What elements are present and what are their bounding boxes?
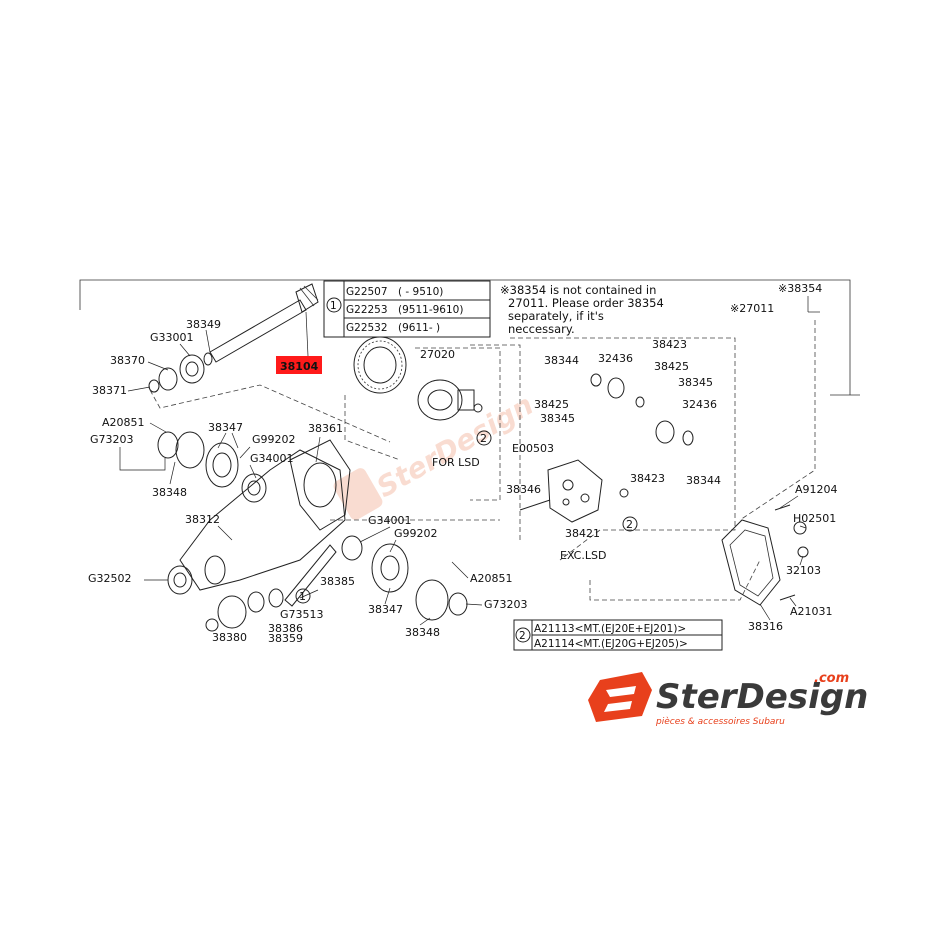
label-38380: 38380 bbox=[212, 631, 247, 644]
marker-2-callout-exc: 2 bbox=[622, 516, 638, 532]
part-labels: 38349 G33001 38370 38371 A20851 G73203 3… bbox=[88, 282, 838, 645]
label-38425-left: 38425 bbox=[534, 398, 569, 411]
highlight-38104[interactable]: 38104 bbox=[276, 311, 322, 374]
table-2-row-1: A21114<MT.(EJ20G+EJ205)> bbox=[534, 638, 688, 650]
label-a20851-left: A20851 bbox=[102, 416, 145, 429]
marker-2-callout-lsd: 2 bbox=[476, 430, 492, 446]
label-g73513: G73513 bbox=[280, 608, 324, 621]
label-a91204: A91204 bbox=[795, 483, 838, 496]
label-38423-top: 38423 bbox=[652, 338, 687, 351]
brand-logo: SterDesign .com pièces & accessoires Sub… bbox=[588, 671, 868, 727]
label-38349: 38349 bbox=[186, 318, 221, 331]
label-32103: 32103 bbox=[786, 564, 821, 577]
label-for-lsd: FOR LSD bbox=[432, 456, 480, 469]
label-32436-right: 32436 bbox=[682, 398, 717, 411]
pinion-bearing-group bbox=[148, 352, 213, 393]
note-line-0: ※38354 is not contained in bbox=[500, 283, 656, 297]
open-differential bbox=[519, 373, 694, 523]
note-line-3: neccessary. bbox=[508, 322, 575, 336]
table-2-row-0: A21113<MT.(EJ20E+EJ201)> bbox=[534, 623, 686, 635]
label-38386: 38386 bbox=[268, 622, 303, 635]
label-38344-bottom: 38344 bbox=[686, 474, 721, 487]
label-e00503: E00503 bbox=[512, 442, 554, 455]
label-g99202-left: G99202 bbox=[252, 433, 296, 446]
leader-lines bbox=[119, 296, 820, 626]
table-2-marker: 2 bbox=[519, 630, 526, 642]
label-38348-right: 38348 bbox=[405, 626, 440, 639]
label-g73203-left: G73203 bbox=[90, 433, 134, 446]
label-27020: 27020 bbox=[420, 348, 455, 361]
logo-tagline: pièces & accessoires Subaru bbox=[655, 716, 785, 727]
label-38361: 38361 bbox=[308, 422, 343, 435]
left-side-stack bbox=[157, 431, 267, 503]
table-1: 1 G22507 ( - 9510) G22253 (9511-9610) G2… bbox=[323, 280, 491, 338]
note-line-2: separately, if it's bbox=[508, 309, 604, 323]
label-38370: 38370 bbox=[110, 354, 145, 367]
table-1-marker: 1 bbox=[330, 300, 337, 312]
label-38345-right: 38345 bbox=[678, 376, 713, 389]
ring-gear bbox=[353, 336, 407, 394]
label-g32502: G32502 bbox=[88, 572, 132, 585]
logo-suffix-text: .com bbox=[814, 671, 849, 686]
logo-mark-icon bbox=[588, 672, 652, 722]
label-38421: 38421 bbox=[565, 527, 600, 540]
lower-shaft bbox=[205, 544, 337, 632]
table-1-row-2-range: (9611- ) bbox=[398, 322, 440, 334]
note-line-1: 27011. Please order 38354 bbox=[508, 296, 664, 310]
label-a20851-right: A20851 bbox=[470, 572, 513, 585]
right-side-stack bbox=[341, 535, 468, 621]
table-1-row-2-part: G22532 bbox=[346, 322, 388, 334]
label-38425-right: 38425 bbox=[654, 360, 689, 373]
label-38347-left: 38347 bbox=[208, 421, 243, 434]
label-38346: 38346 bbox=[506, 483, 541, 496]
label-38371: 38371 bbox=[92, 384, 127, 397]
label-a21031: A21031 bbox=[790, 605, 833, 618]
label-g33001: G33001 bbox=[150, 331, 194, 344]
label-38316: 38316 bbox=[748, 620, 783, 633]
marker-2-callout-lsd-text: 2 bbox=[480, 432, 487, 445]
label-g34001-right: G34001 bbox=[368, 514, 412, 527]
table-2: 2 A21113<MT.(EJ20E+EJ201)> A21114<MT.(EJ… bbox=[513, 619, 723, 651]
label-h02501: H02501 bbox=[793, 512, 836, 525]
marker-1-callout: 1 bbox=[295, 588, 311, 604]
label-g73203-right: G73203 bbox=[484, 598, 528, 611]
label-38348-left: 38348 bbox=[152, 486, 187, 499]
lsd-unit bbox=[417, 379, 483, 421]
marker-2-callout-exc-text: 2 bbox=[626, 518, 633, 531]
table-1-row-1-range: (9511-9610) bbox=[398, 304, 463, 316]
label-38345-left: 38345 bbox=[540, 412, 575, 425]
label-38344-top: 38344 bbox=[544, 354, 579, 367]
label-exc-lsd: EXC.LSD bbox=[560, 549, 606, 562]
highlight-38104-text: 38104 bbox=[280, 360, 319, 373]
guide-lines bbox=[149, 320, 816, 601]
highlight-38104-box bbox=[276, 356, 322, 374]
label-38347-right: 38347 bbox=[368, 603, 403, 616]
label-38423-bottom: 38423 bbox=[630, 472, 665, 485]
label-g99202-right: G99202 bbox=[394, 527, 438, 540]
logo-brand-text: SterDesign bbox=[656, 677, 868, 717]
table-1-row-1-part: G22253 bbox=[346, 304, 388, 316]
table-1-row-0-range: ( - 9510) bbox=[398, 286, 443, 298]
note: ※38354 is not contained in 27011. Please… bbox=[500, 283, 664, 336]
label-38385: 38385 bbox=[320, 575, 355, 588]
label-27011: ※27011 bbox=[730, 302, 774, 315]
pinion-shaft bbox=[209, 283, 319, 363]
label-g34001-left: G34001 bbox=[250, 452, 294, 465]
frame-lines bbox=[79, 279, 860, 396]
label-38354: ※38354 bbox=[778, 282, 822, 295]
label-38312: 38312 bbox=[185, 513, 220, 526]
marker-1-callout-text: 1 bbox=[299, 590, 306, 603]
table-1-row-0-part: G22507 bbox=[346, 286, 388, 298]
label-38359: 38359 bbox=[268, 632, 303, 645]
label-32436-top: 32436 bbox=[598, 352, 633, 365]
